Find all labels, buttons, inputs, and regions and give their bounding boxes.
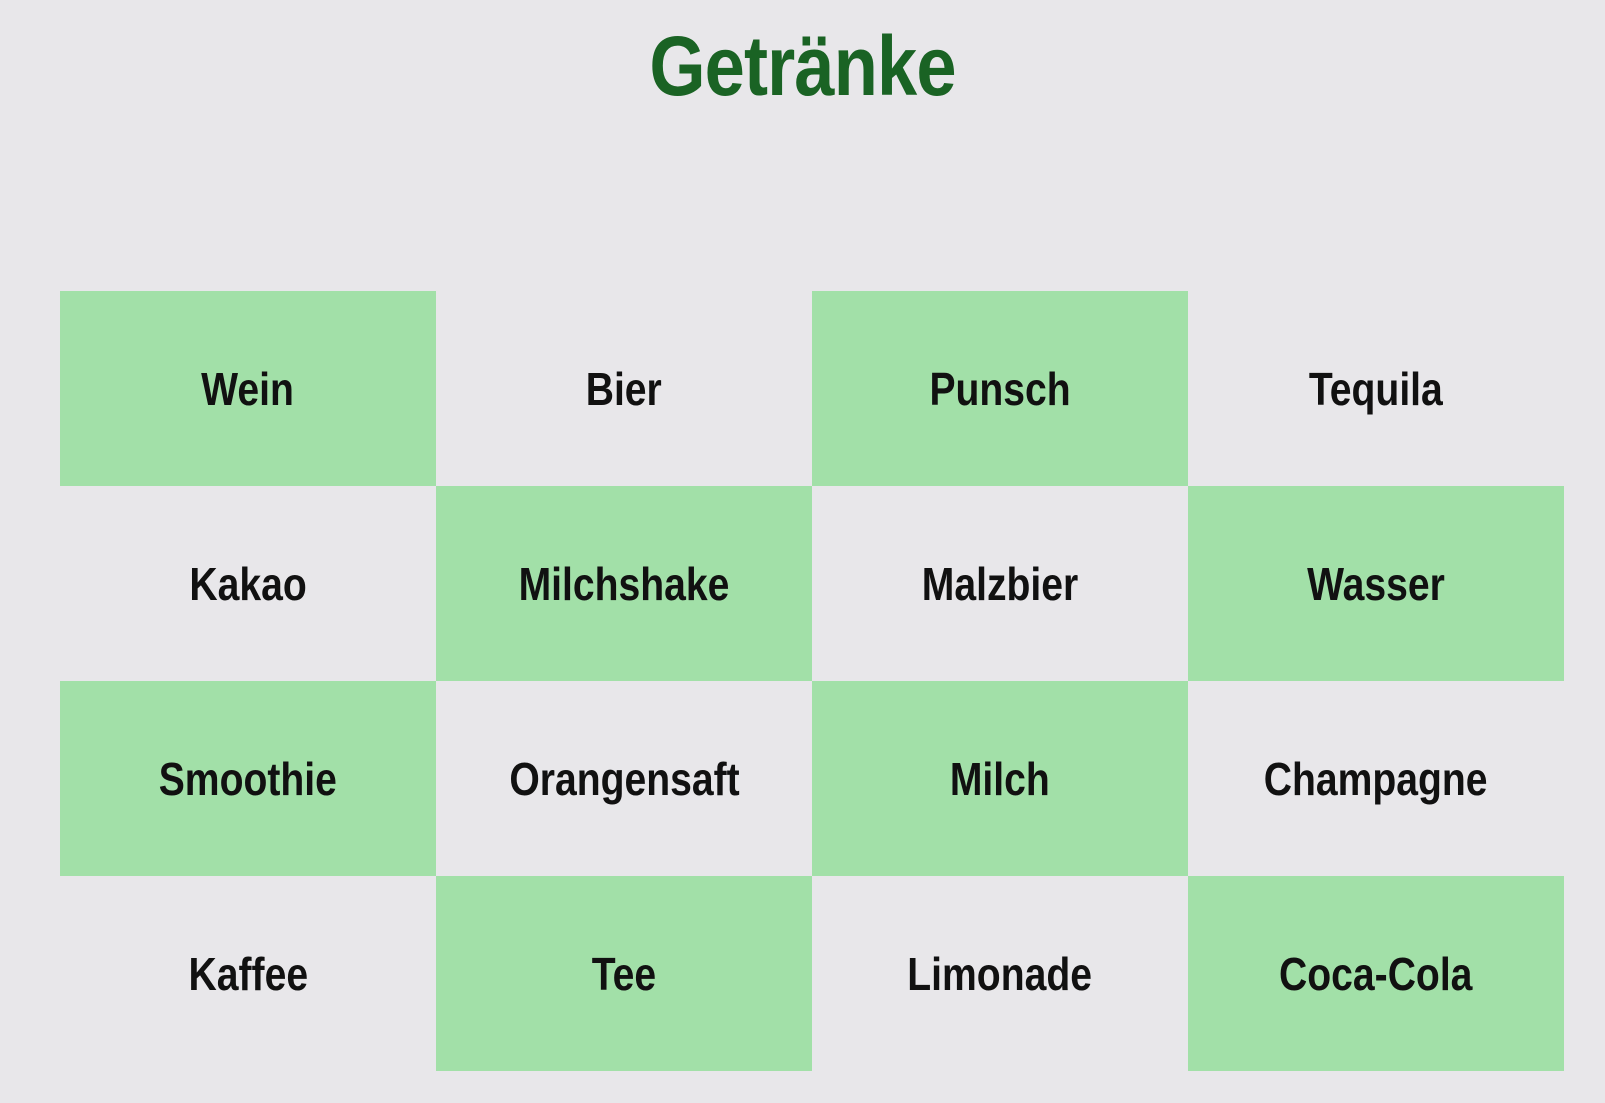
grid-cell-label: Limonade bbox=[907, 947, 1093, 1000]
grid-cell-label: Champagne bbox=[1264, 752, 1488, 805]
grid-cell-label: Milch bbox=[950, 752, 1050, 805]
grid-cell: Tee bbox=[436, 876, 812, 1071]
grid-cell: Kaffee bbox=[60, 876, 436, 1071]
grid-cell-label: Tequila bbox=[1309, 362, 1443, 415]
grid-cell: Coca-Cola bbox=[1188, 876, 1564, 1071]
page-title: Getränke bbox=[649, 19, 956, 113]
grid-cell: Champagne bbox=[1188, 681, 1564, 876]
grid-cell-label: Kakao bbox=[189, 557, 307, 610]
grid-cell-label: Punsch bbox=[929, 362, 1071, 415]
grid-cell-label: Bier bbox=[585, 362, 663, 415]
grid-cell: Smoothie bbox=[60, 681, 436, 876]
grid-cell: Milchshake bbox=[436, 486, 812, 681]
grid-cell: Wasser bbox=[1188, 486, 1564, 681]
grid-cell: Kakao bbox=[60, 486, 436, 681]
grid-cell-label: Milchshake bbox=[518, 557, 730, 610]
grid-cell-label: Smoothie bbox=[158, 752, 338, 805]
grid-cell: Milch bbox=[812, 681, 1188, 876]
grid-cell-label: Orangensaft bbox=[508, 752, 740, 805]
grid-cell-label: Tee bbox=[591, 947, 657, 1000]
grid-cell: Malzbier bbox=[812, 486, 1188, 681]
grid-cell-label: Coca-Cola bbox=[1279, 947, 1473, 1000]
grid-cell-label: Kaffee bbox=[188, 947, 308, 1000]
grid-cell: Bier bbox=[436, 291, 812, 486]
grid-cell: Orangensaft bbox=[436, 681, 812, 876]
grid-cell: Punsch bbox=[812, 291, 1188, 486]
grid-cell: Limonade bbox=[812, 876, 1188, 1071]
grid-cell: Tequila bbox=[1188, 291, 1564, 486]
grid-cell: Wein bbox=[60, 291, 436, 486]
grid-cell-label: Malzbier bbox=[921, 557, 1079, 610]
grid-cell-label: Wasser bbox=[1307, 557, 1445, 610]
drinks-grid: Wein Bier Punsch Tequila Kakao Milchshak… bbox=[60, 291, 1564, 1071]
grid-cell-label: Wein bbox=[201, 362, 295, 415]
